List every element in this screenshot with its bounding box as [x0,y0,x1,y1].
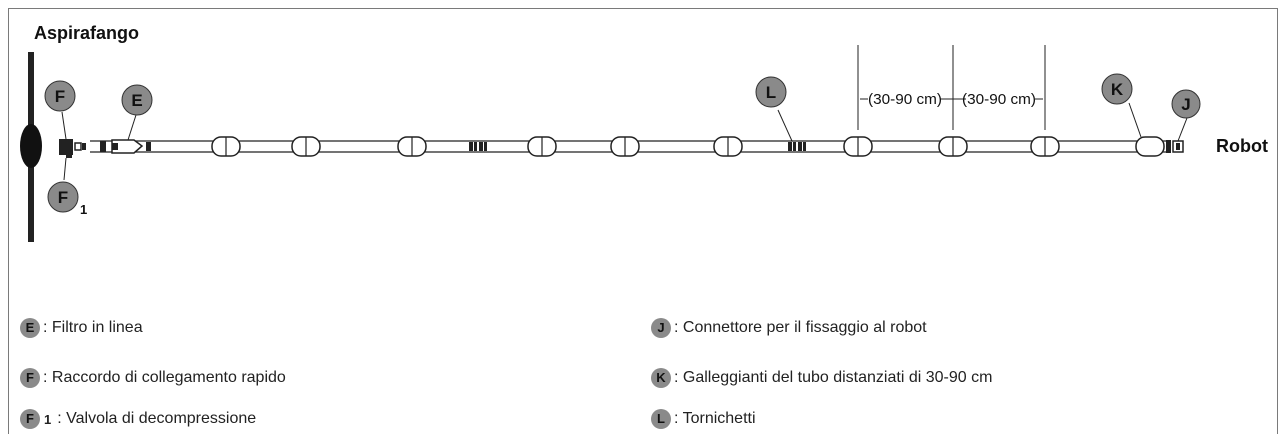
legend-text: : Connettore per il fissaggio al robot [674,319,927,336]
dimension-markers: (30-90 cm) (30-90 cm) [857,45,1046,130]
hose-float [527,136,557,157]
legend-text: : Filtro in linea [43,319,143,336]
legend-item-l: L : Tornichetti [651,406,756,432]
legend-item-e: E : Filtro in linea [20,315,143,341]
svg-text:1: 1 [80,202,87,217]
hose-float [397,136,427,157]
legend-text: : Valvola di decompressione [57,410,257,427]
figure-frame [8,8,1278,434]
hose-float [211,136,241,157]
legend-item-k: K : Galleggianti del tubo distanziati di… [651,365,992,391]
badge-k: K [651,368,671,388]
hose-float [713,136,743,157]
legend-text: : Raccordo di collegamento rapido [43,369,286,386]
skimmer-opening [20,124,42,168]
hose-swivels [469,142,806,151]
svg-text:E: E [131,91,142,110]
legend-text: : Galleggianti del tubo distanziati di 3… [674,369,993,386]
badge-f1: F [20,409,40,429]
dimension-label-1: (30-90 cm) [868,91,942,108]
callout-l: L [755,76,787,108]
hose-float [843,136,873,157]
legend-text: : Tornichetti [674,410,756,427]
svg-text:F: F [58,188,68,207]
robot-label: Robot [1216,136,1268,156]
legend-item-f1: F 1 : Valvola di decompressione [20,406,256,432]
callout-e: E [121,84,153,116]
svg-text:J: J [1181,95,1190,114]
hose-floats [211,136,1060,157]
badge-l: L [651,409,671,429]
callout-f: F [44,80,76,112]
badge-f: F [20,368,40,388]
svg-text:K: K [1111,80,1124,99]
badge-j: J [651,318,671,338]
callout-f1: F 1 [47,181,87,217]
hose-float [938,136,968,157]
hose-float [610,136,640,157]
callout-j: J [1171,89,1201,119]
hose-float [291,136,321,157]
badge-e: E [20,318,40,338]
legend-item-f: F : Raccordo di collegamento rapido [20,365,286,391]
callout-leaders [61,102,1188,181]
quick-connector [59,139,86,158]
inline-filter [100,139,151,154]
hose-float [1030,136,1060,157]
badge-f1-subscript: 1 [44,411,52,427]
svg-text:F: F [55,87,65,106]
hose-swivel [469,142,487,151]
dimension-label-2: (30-90 cm) [962,91,1036,108]
callout-k: K [1101,73,1133,105]
hose-swivel [788,142,806,151]
svg-text:L: L [766,83,776,102]
hose-diagram: Aspirafango Robot (30- [20,23,1268,242]
robot-connector [1135,136,1184,157]
title-aspirafango: Aspirafango [34,23,139,43]
legend-item-j: J : Connettore per il fissaggio al robot [651,315,927,341]
